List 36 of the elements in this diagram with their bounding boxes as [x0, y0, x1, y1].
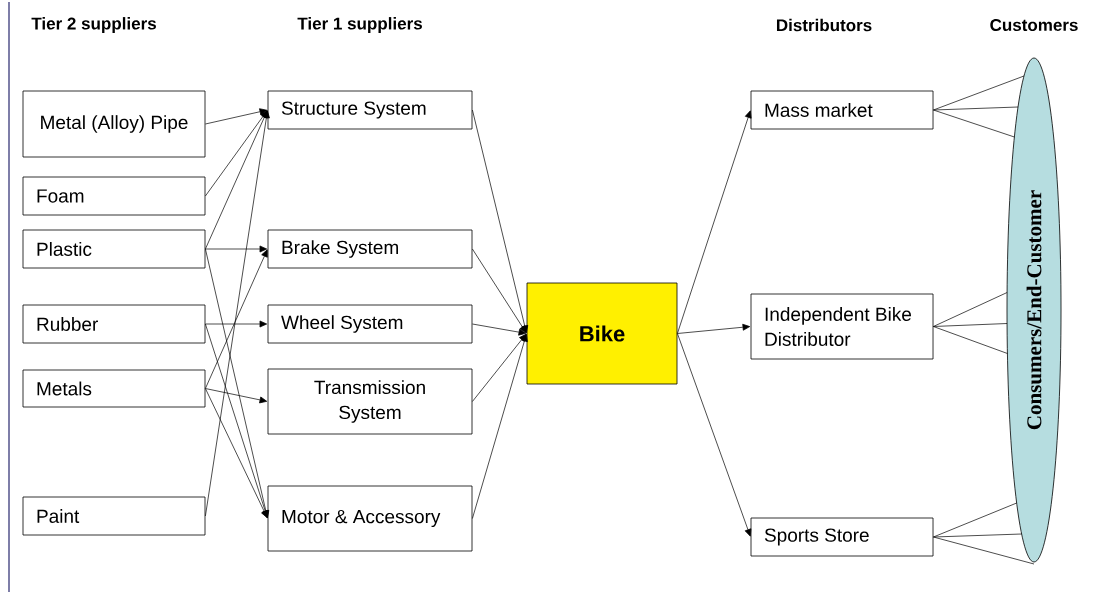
arrow	[205, 108, 268, 125]
supplier-box: Plastic	[22, 229, 206, 269]
supplier-box: Rubber	[22, 304, 206, 344]
column-heading: Customers	[990, 19, 1078, 31]
supplier-box: Metals	[22, 369, 206, 408]
supplier-box: Metal (Alloy) Pipe	[22, 90, 206, 158]
supplier-box: Foam	[22, 176, 206, 216]
supplier-box: Paint	[22, 496, 206, 536]
arrow	[205, 249, 268, 389]
arrow	[205, 388, 268, 519]
column-heading: Distributors	[777, 18, 872, 32]
distributor-box: Independent Bike Distributor	[750, 293, 934, 360]
arrow	[472, 334, 528, 519]
arrow	[205, 248, 270, 518]
arrow	[205, 110, 268, 250]
arrow	[472, 109, 529, 333]
product-box: Bike	[526, 282, 678, 385]
supplier-box: Structure System	[267, 90, 473, 130]
arrow	[205, 110, 270, 517]
distributor-box: Mass market	[750, 90, 934, 130]
arrow	[205, 388, 268, 404]
arrow	[205, 320, 268, 328]
arrow	[205, 245, 268, 253]
arrow	[677, 110, 752, 334]
column-heading: Tier 1 suppliers	[297, 17, 422, 33]
arrow	[472, 248, 527, 334]
arrow	[677, 323, 751, 334]
arrow	[677, 333, 752, 537]
distributor-box: Sports Store	[750, 517, 934, 557]
supplier-box: Brake System	[267, 229, 473, 269]
arrow	[472, 333, 527, 402]
arrow	[472, 323, 527, 336]
supplier-box: Wheel System	[267, 304, 473, 344]
supplier-box: Transmission System	[267, 368, 473, 435]
supplier-box: Motor & Accessory	[267, 485, 473, 552]
column-heading: Tier 2 suppliers	[31, 17, 156, 33]
